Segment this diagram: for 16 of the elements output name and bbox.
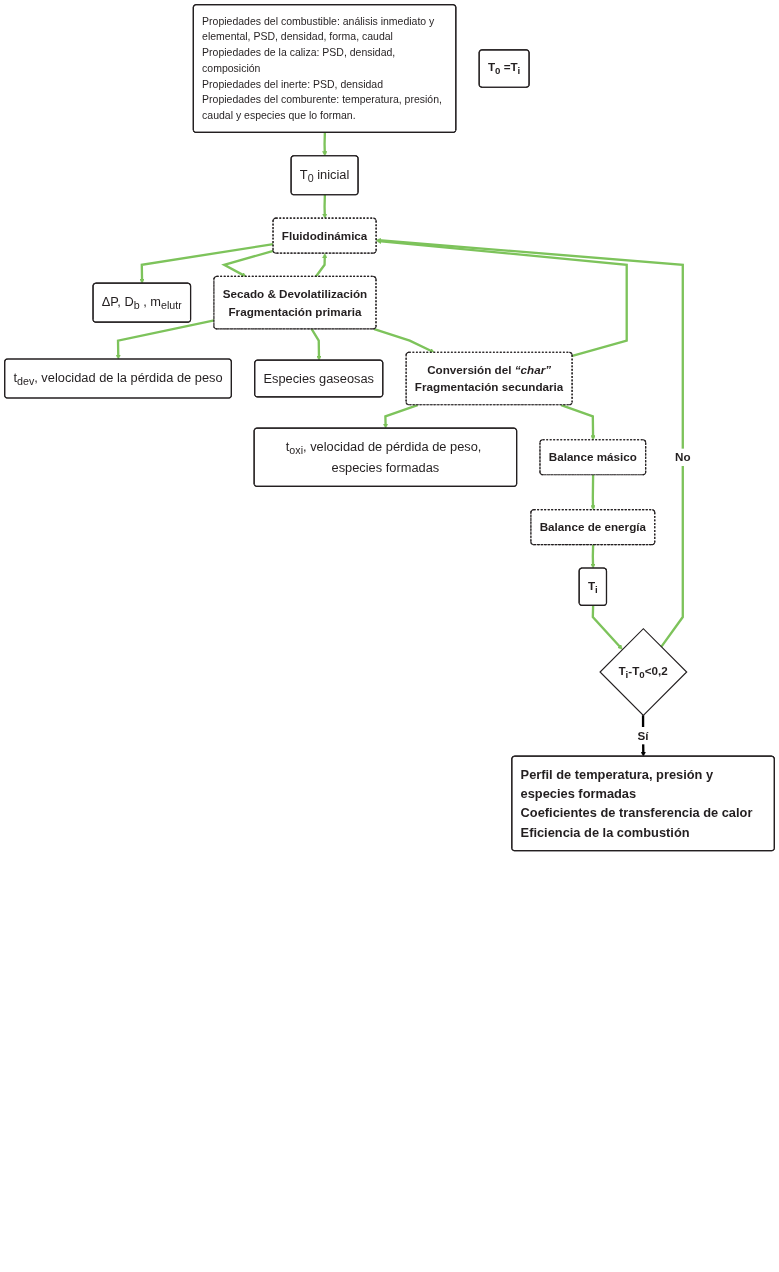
arrow [373, 327, 435, 353]
arrow [591, 605, 623, 650]
arrow [383, 403, 418, 429]
arrow [314, 253, 328, 278]
node-diamond: T$_{i}$-T$_{0}$<0,2 [599, 627, 688, 717]
arrow [322, 132, 328, 157]
arrow [139, 242, 274, 284]
arrow [310, 328, 322, 361]
arrow [376, 237, 684, 648]
arrow [590, 475, 596, 511]
arrow [560, 403, 596, 441]
edge-label: Sí [637, 729, 649, 743]
arrow [322, 195, 328, 219]
edge-label: No [675, 450, 691, 464]
arrow [221, 249, 274, 277]
arrow [590, 544, 596, 569]
